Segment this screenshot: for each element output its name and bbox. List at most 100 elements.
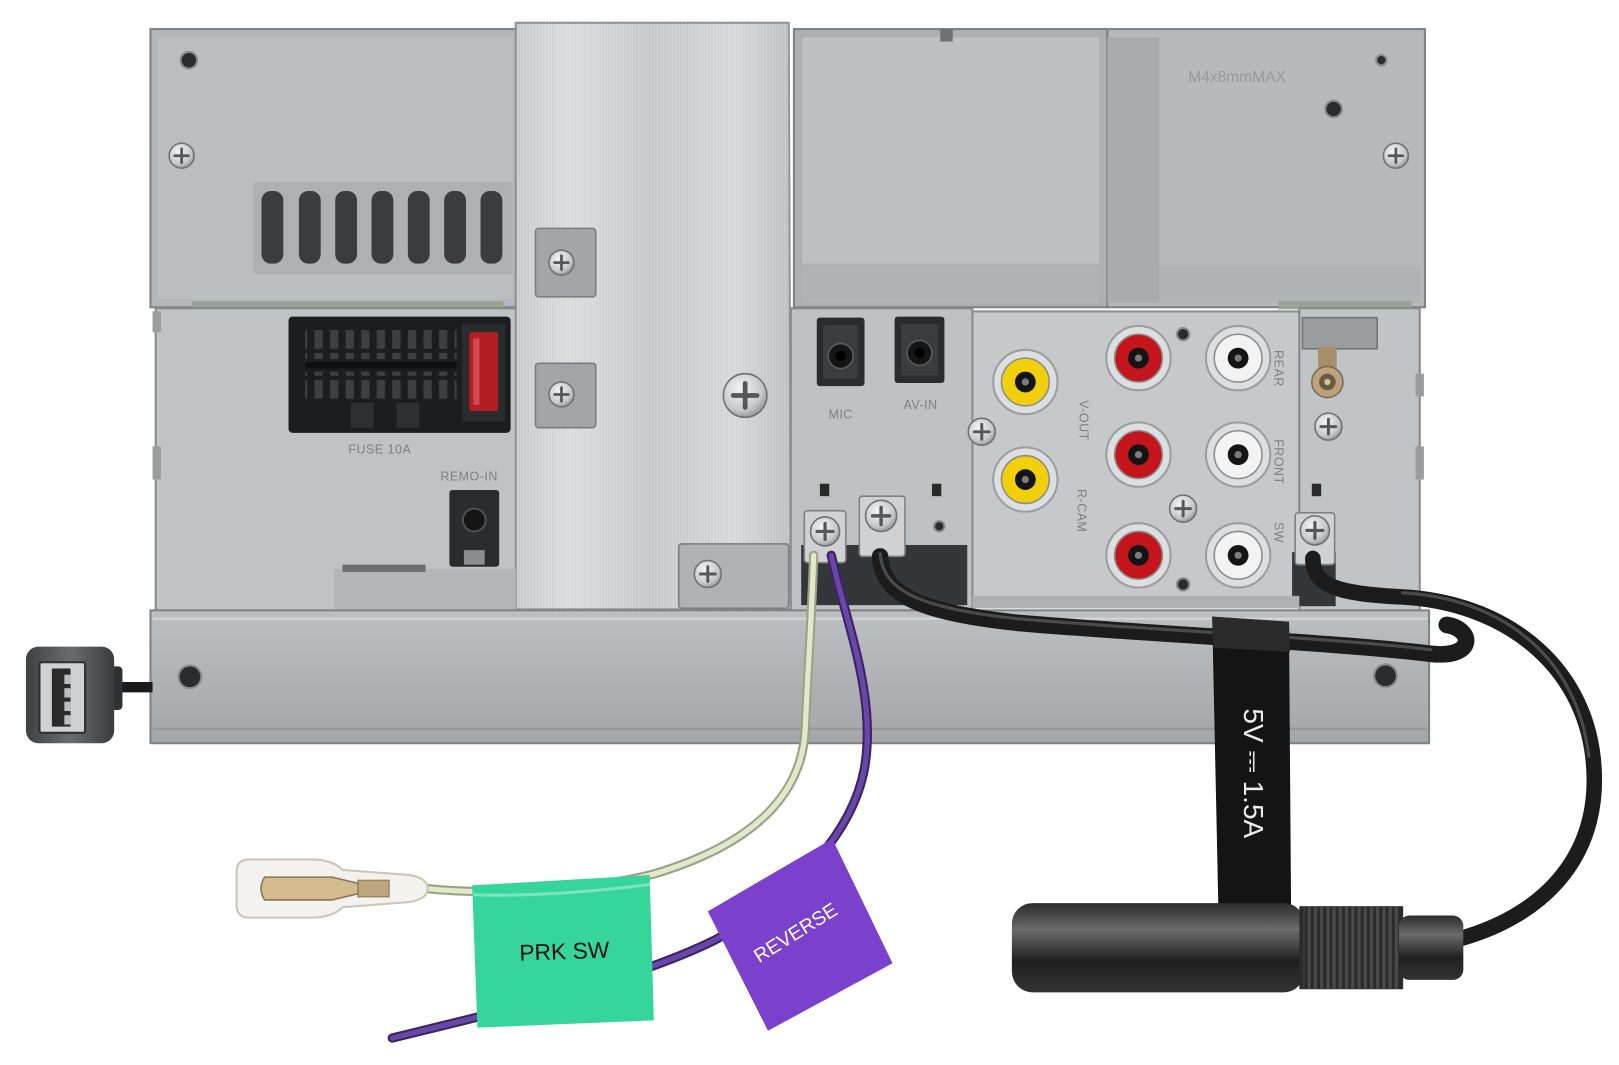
screw-top-left-housing <box>168 142 195 169</box>
rca-jack-pin <box>1234 354 1242 362</box>
usb-power-cable <box>1305 550 1602 947</box>
vent-slot <box>480 190 503 264</box>
remote-in-jack <box>449 489 500 567</box>
vent-slot <box>335 190 358 264</box>
connector-ridges <box>1303 906 1399 990</box>
mounting-hole <box>1373 663 1398 689</box>
usb-contact <box>64 688 71 698</box>
top-right-housing <box>1106 28 1426 309</box>
phillips-cross-icon <box>730 381 760 410</box>
remote-in-jack-tab <box>463 550 485 565</box>
rca-jack-front-right <box>1105 421 1172 488</box>
side-tab <box>152 446 161 480</box>
screw-bracket-lower <box>693 559 723 589</box>
harness-divider <box>305 362 457 369</box>
prk-sw-label: PRK SW <box>519 937 610 966</box>
top-center-housing-lip <box>802 265 1100 304</box>
top-center-housing-face <box>802 37 1100 264</box>
screw-bracket-middle <box>548 381 575 408</box>
rca-jack-pin <box>1234 451 1242 459</box>
rca-jack-rear-camera <box>992 446 1059 513</box>
rca-jack-pin <box>1134 451 1143 459</box>
rca-jack-pin <box>1234 551 1242 559</box>
screws <box>168 142 1410 589</box>
connector-tip <box>1398 915 1464 980</box>
power-rating-text: 5V ⎓ 1.5A <box>1238 708 1269 838</box>
fuse-highlight <box>473 338 480 405</box>
av-in-jack-center <box>914 347 925 359</box>
av-in-label: AV-IN <box>903 398 937 412</box>
lower-left-slot <box>342 564 426 572</box>
top-right-housing-lip <box>1159 265 1421 304</box>
ground-cable-highlight <box>878 552 1433 652</box>
vent-slot <box>407 190 430 264</box>
side-tab <box>1415 373 1424 397</box>
chassis-upper: M4x8mmMAX <box>149 28 1426 310</box>
harness-latch <box>396 402 420 428</box>
phillips-cross-icon <box>1319 417 1338 436</box>
rear-camera-label: R-CAM <box>1074 489 1088 532</box>
side-tab <box>1415 446 1424 480</box>
harness-latch <box>350 402 374 428</box>
phillips-cross-icon <box>1174 499 1193 518</box>
video-out-label: V-OUT <box>1076 400 1090 441</box>
phillips-cross-icon <box>1387 147 1405 164</box>
screw-top-right-housing <box>1382 142 1410 169</box>
spade-connector-terminal <box>260 876 359 901</box>
antenna-jack-pin <box>1324 378 1331 386</box>
mounting-hole <box>179 50 199 70</box>
power-rating-tape: 5V ⎓ 1.5A <box>1212 616 1292 910</box>
phillips-cross-icon <box>1305 520 1325 541</box>
phillips-cross-icon <box>870 505 892 527</box>
subwoofer-label: SW <box>1271 522 1285 543</box>
connector-body <box>1011 903 1305 993</box>
antenna-jack-neck <box>1318 346 1337 368</box>
usb-power-cable-highlight <box>1400 591 1591 758</box>
rca-jack-rear-left <box>1204 324 1272 392</box>
rca-panel-bottom-band <box>972 595 1300 609</box>
rca-jack-subwoofer-left <box>1204 522 1272 589</box>
screw-rca-panel-left <box>967 417 997 447</box>
top-right-housing-bevel <box>1107 37 1160 304</box>
phillips-cross-icon <box>553 386 570 403</box>
harness-pin-row-upper <box>305 330 457 360</box>
screw-bracket-large <box>722 372 768 419</box>
mic-label: MIC <box>828 407 852 421</box>
remote-in-label: REMO-IN <box>440 470 498 484</box>
square-hole <box>931 483 942 497</box>
heatsink-vents <box>261 190 503 264</box>
vent-slot <box>444 190 466 264</box>
antenna-jack <box>1301 316 1378 399</box>
square-hole <box>819 483 830 497</box>
ground-cable <box>871 548 1475 663</box>
bracket-brushed-texture <box>515 22 791 610</box>
mounting-hole <box>1175 326 1191 342</box>
screw-rca-panel-center <box>1168 494 1198 523</box>
screw-right-panel <box>1314 412 1343 441</box>
prk-sw-tape: PRK SW <box>472 875 654 1028</box>
antenna-jack-bracket <box>1301 316 1378 350</box>
rear-label: REAR <box>1271 350 1285 387</box>
rca-jacks <box>992 324 1272 589</box>
rca-jack-rear-right <box>1105 324 1172 392</box>
front-label: FRONT <box>1271 439 1285 484</box>
power-rating-tape-wrap <box>1212 616 1291 652</box>
phillips-cross-icon <box>815 521 835 542</box>
remote-in-jack-hole <box>461 507 487 533</box>
pcb-edge-left <box>191 301 504 310</box>
screw-bracket-upper <box>548 249 575 276</box>
pcb-edge-right <box>1278 301 1412 310</box>
usb-contact <box>64 701 71 712</box>
side-tab <box>152 311 161 333</box>
mounting-bracket <box>514 21 792 611</box>
fuse-label: FUSE 10A <box>348 443 411 457</box>
usb-connector <box>25 646 153 744</box>
usb-contact <box>64 674 71 685</box>
lower-left-shelf <box>334 568 516 610</box>
mounting-holes <box>177 50 1398 690</box>
phillips-cross-icon <box>553 254 570 271</box>
rca-jack-pin <box>1134 354 1143 362</box>
mounting-hole <box>1375 53 1388 67</box>
prk-sw-tape-flag <box>472 875 654 1028</box>
screw-right-terminal <box>1299 515 1331 546</box>
